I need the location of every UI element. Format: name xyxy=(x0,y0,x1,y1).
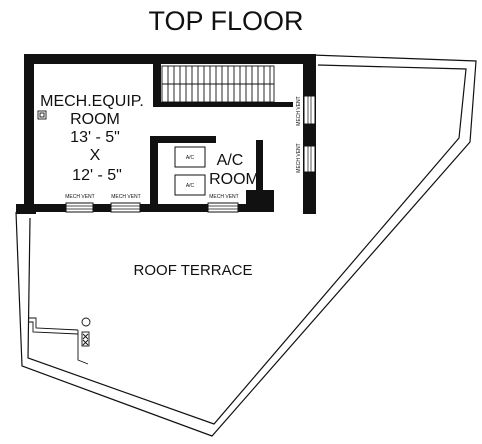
mech-room-line2: ROOM xyxy=(70,111,120,128)
mech-vent-bottom-right-label: MECH VENT xyxy=(209,194,238,200)
mech-vent-bottom-mid: MECH VENT xyxy=(110,194,141,213)
mech-room-label: MECH.EQUIP. ROOM 13' - 5" X 12' - 5" xyxy=(40,93,144,184)
mech-room-line3: 13' - 5" xyxy=(70,129,120,146)
mech-room-line4: X xyxy=(90,147,101,164)
mech-vent-side-top-label: MECH VENT xyxy=(296,96,302,125)
ac-room-line2: ROOM xyxy=(209,171,259,188)
terrace-railing-detail xyxy=(28,317,89,365)
ac-room-line1: A/C xyxy=(217,152,244,169)
mech-vent-side-bottom: MECH VENT xyxy=(296,143,316,173)
roof-terrace-label: ROOF TERRACE xyxy=(134,262,253,279)
hose-bib-icon xyxy=(81,317,91,347)
staircase xyxy=(161,65,275,103)
ac-room-label: A/C ROOM xyxy=(209,152,259,188)
plan-title: TOP FLOOR xyxy=(148,6,303,36)
mech-vent-bottom-left: MECH VENT xyxy=(65,194,95,213)
floor-drain-icon xyxy=(37,110,47,120)
mech-vent-bottom-right: MECH VENT xyxy=(207,194,239,213)
ac-unit-1-label: A/C xyxy=(186,155,195,161)
mech-vent-side-top: MECH VENT xyxy=(296,95,316,126)
mech-vent-side-bottom-label: MECH VENT xyxy=(296,143,302,172)
mech-room-line1: MECH.EQUIP. xyxy=(40,93,144,110)
roof-terrace-outline xyxy=(15,54,477,437)
ac-unit-2: A/C xyxy=(174,174,206,196)
mech-room-line5: 12' - 5" xyxy=(72,167,122,184)
mech-vent-bottom-mid-label: MECH VENT xyxy=(111,194,140,200)
ac-unit-1: A/C xyxy=(174,146,206,168)
ac-unit-2-label: A/C xyxy=(186,183,195,189)
building-walls xyxy=(16,54,316,214)
mech-vent-bottom-left-label: MECH VENT xyxy=(65,194,94,200)
